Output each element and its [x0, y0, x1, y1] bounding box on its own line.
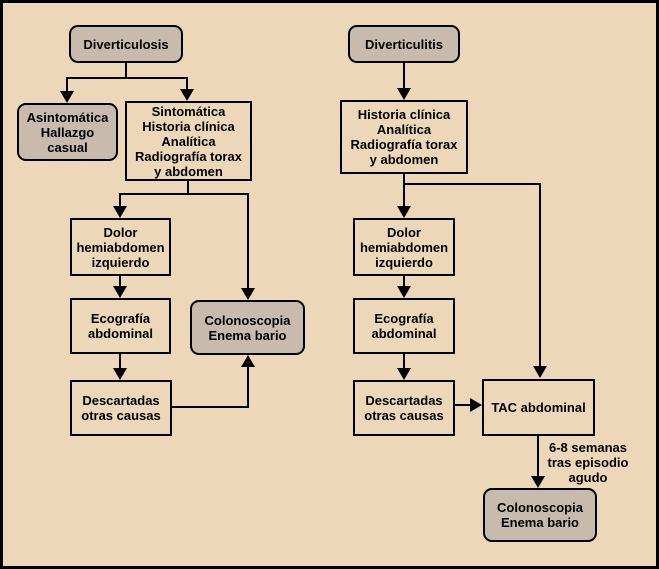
edge-line [403, 354, 405, 369]
edge-line [247, 193, 249, 289]
edge-line [119, 354, 121, 369]
node-sintomatica-label: Sintomática Historia clínica Analítica R… [135, 103, 242, 179]
edge-line [66, 77, 188, 79]
node-colonoscopia-left: Colonoscopia Enema bario [190, 300, 305, 355]
node-historia-label: Historia clínica Analítica Radiografía t… [350, 107, 458, 167]
arrowhead-up-icon [241, 355, 255, 367]
node-diverticulosis: Diverticulosis [69, 25, 183, 63]
edge-line [172, 406, 249, 408]
node-dolor-right: Dolor hemiabdomen izquierdo [353, 218, 455, 276]
arrowhead-down-icon [533, 366, 547, 378]
node-ecografia-left-label: Ecografía abdominal [87, 311, 153, 341]
node-colonoscopia-left-label: Colonoscopia Enema bario [204, 312, 291, 343]
edge-line [66, 77, 68, 92]
node-diverticulitis: Diverticulitis [348, 25, 460, 63]
arrowhead-down-icon [180, 89, 194, 101]
arrowhead-down-icon [241, 288, 255, 300]
arrowhead-down-icon [397, 88, 411, 100]
edge-line [403, 183, 405, 207]
node-diverticulitis-label: Diverticulitis [364, 36, 444, 52]
node-ecografia-right-label: Ecografía abdominal [371, 311, 437, 341]
edge-line [539, 183, 541, 367]
node-descartadas-right: Descartadas otras causas [353, 380, 455, 436]
edge-line [403, 63, 405, 89]
arrowhead-down-icon [397, 368, 411, 380]
node-asintomatica: Asintomática Hallazgo casual [17, 103, 118, 161]
edge-line [247, 367, 249, 408]
arrowhead-down-icon [60, 91, 74, 103]
edge-label-followup: 6-8 semanas tras episodio agudo [547, 440, 629, 485]
edge-line [119, 193, 121, 207]
arrowhead-down-icon [113, 286, 127, 298]
node-descartadas-left: Descartadas otras causas [70, 380, 172, 436]
node-dolor-right-label: Dolor hemiabdomen izquierdo [359, 224, 449, 270]
arrowhead-down-icon [113, 206, 127, 218]
node-tac-abdominal-label: TAC abdominal [491, 400, 586, 415]
edge-line [403, 276, 405, 287]
node-colonoscopia-right-label: Colonoscopia Enema bario [497, 500, 583, 530]
edge-line [403, 183, 541, 185]
arrowhead-down-icon [397, 206, 411, 218]
node-ecografia-right: Ecografía abdominal [353, 298, 455, 354]
node-sintomatica: Sintomática Historia clínica Analítica R… [125, 101, 252, 181]
edge-line [455, 404, 471, 406]
node-tac-abdominal: TAC abdominal [482, 379, 595, 436]
edge-line [537, 436, 539, 477]
node-historia: Historia clínica Analítica Radiografía t… [340, 100, 468, 174]
node-descartadas-right-label: Descartadas otras causas [364, 393, 444, 423]
edge-line [186, 77, 188, 90]
arrowhead-down-icon [113, 368, 127, 380]
edge-line [119, 276, 121, 287]
arrowhead-down-icon [397, 286, 411, 298]
arrowhead-right-icon [470, 398, 482, 412]
edge-line [125, 63, 127, 78]
node-dolor-left-label: Dolor hemiabdomen izquierdo [76, 224, 165, 270]
node-diverticulosis-label: Diverticulosis [83, 36, 169, 52]
node-ecografia-left: Ecografía abdominal [70, 298, 171, 354]
edge-line [119, 193, 249, 195]
edge-line [187, 180, 189, 194]
node-descartadas-left-label: Descartadas otras causas [81, 393, 161, 423]
arrowhead-down-icon [531, 476, 545, 488]
edge-line [403, 173, 405, 185]
node-dolor-left: Dolor hemiabdomen izquierdo [70, 218, 171, 276]
node-colonoscopia-right: Colonoscopia Enema bario [483, 488, 597, 542]
node-asintomatica-label: Asintomática Hallazgo casual [26, 109, 109, 155]
